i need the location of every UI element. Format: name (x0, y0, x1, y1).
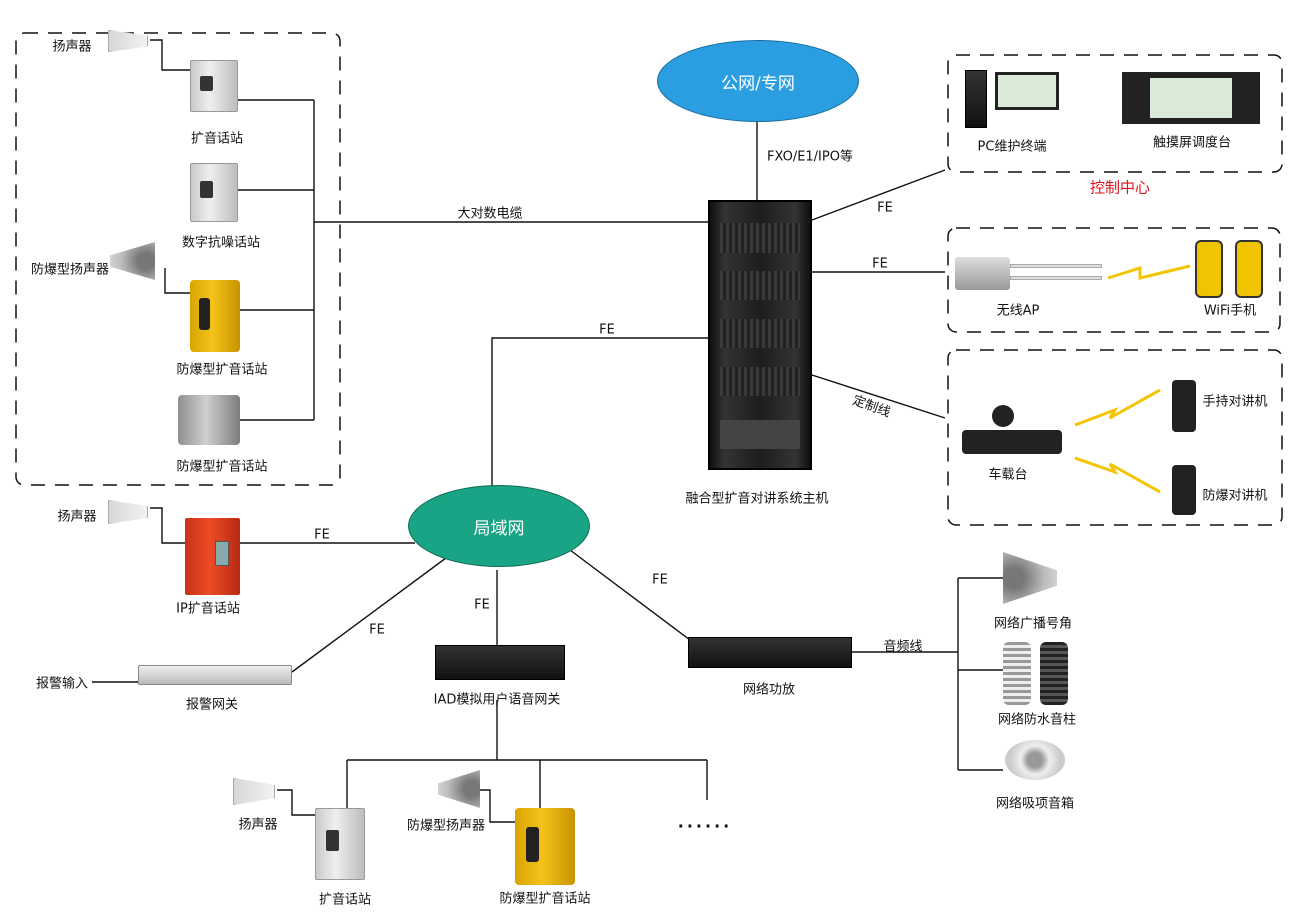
wireless-signal (1074, 388, 1161, 427)
pa-station-device (315, 808, 365, 880)
control-center-box (947, 54, 1283, 173)
wire (150, 39, 190, 71)
label: 报警输入 (35, 676, 89, 692)
label: WiFi手机 (1203, 303, 1257, 319)
wire (277, 789, 515, 823)
label: 扬声器 (52, 39, 92, 55)
ex-station-device (178, 395, 240, 445)
ap-antenna (1010, 264, 1102, 268)
label: 报警网关 (185, 697, 239, 713)
wifi-phone-device (1235, 240, 1263, 298)
ceiling-speaker-device (1005, 740, 1065, 780)
iad-device (435, 645, 565, 680)
label: 扬声器 (238, 817, 278, 833)
pc-monitor (995, 72, 1059, 110)
ip-station-device (185, 518, 240, 595)
more-ellipsis: ...... (677, 812, 733, 832)
wifi-box (947, 227, 1281, 333)
label: IAD模拟用户语音网关 (433, 692, 561, 708)
label: 防爆型扩音话站 (499, 891, 591, 907)
cloud-label: 公网/专网 (721, 73, 795, 94)
link-label: FE (877, 200, 893, 216)
left-group-box (15, 32, 341, 486)
cloud-label: 局域网 (473, 518, 525, 539)
host-rack (708, 200, 812, 470)
wire (491, 337, 708, 490)
wire (164, 268, 190, 294)
wire (852, 577, 1003, 771)
label: 扩音话站 (318, 892, 372, 908)
label: 防爆型扬声器 (30, 262, 110, 278)
radio-box (947, 349, 1283, 526)
label: IP扩音话站 (176, 601, 240, 617)
column-speaker-device (1040, 642, 1068, 705)
label: PC维护终端 (977, 139, 1047, 155)
label: 手持对讲机 (1202, 394, 1268, 410)
label: 防爆型扩音话站 (176, 459, 268, 475)
host-label: 融合型扩音对讲系统主机 (685, 491, 829, 507)
column-speaker-device (1003, 642, 1031, 705)
label: 网络功放 (742, 682, 796, 698)
link-label: FE (872, 256, 888, 272)
wire (150, 507, 415, 544)
wire (346, 700, 708, 808)
wire (238, 99, 708, 421)
link-label: FE (474, 597, 490, 613)
wifi-phone-device (1195, 240, 1223, 298)
dispatch-console (1122, 72, 1260, 124)
public-network-cloud: 公网/专网 (657, 40, 859, 122)
label: 数字抗噪话站 (181, 235, 261, 251)
pc-tower (965, 70, 987, 128)
wire (496, 549, 691, 645)
label: 防爆对讲机 (1202, 488, 1268, 504)
control-center-title: 控制中心 (1089, 178, 1151, 197)
label: 网络吸项音箱 (995, 796, 1075, 812)
link-label: FE (369, 622, 385, 638)
link-label: FE (314, 527, 330, 543)
pa-station-device (190, 60, 238, 112)
network-amplifier-device (688, 637, 852, 668)
wireless-signal (1107, 264, 1191, 280)
label: 防爆型扩音话站 (176, 362, 268, 378)
link-label: 音频线 (883, 639, 923, 655)
wire (92, 554, 451, 683)
label: 扩音话站 (190, 131, 244, 147)
wireless-links (1074, 264, 1191, 494)
label: 网络防水音柱 (997, 712, 1077, 728)
label: 防爆型扬声器 (406, 818, 486, 834)
radio-mic (992, 405, 1014, 427)
label: 无线AP (996, 303, 1040, 319)
label: 车载台 (988, 467, 1028, 483)
link-label: FXO/E1/IPO等 (767, 149, 853, 165)
link-label: FE (652, 572, 668, 588)
ex-station-device (515, 808, 575, 885)
group-boxes (15, 32, 1283, 526)
link-label: 大对数电缆 (457, 206, 523, 222)
lan-cloud: 局域网 (408, 485, 590, 567)
label: 扬声器 (57, 509, 97, 525)
wire (811, 169, 946, 419)
wireless-signal (1074, 456, 1161, 494)
label: 触摸屏调度台 (1152, 135, 1232, 151)
alarm-gateway-device (138, 665, 292, 685)
handheld-radio-device (1172, 380, 1196, 432)
noise-station-device (190, 163, 238, 222)
label: 网络广播号角 (993, 616, 1073, 632)
ex-handheld-radio-device (1172, 465, 1196, 515)
vehicle-radio-device (962, 430, 1062, 454)
ap-antenna (1010, 276, 1102, 280)
link-label: FE (599, 322, 615, 338)
ex-station-device (190, 280, 240, 352)
wireless-ap-device (955, 257, 1010, 290)
